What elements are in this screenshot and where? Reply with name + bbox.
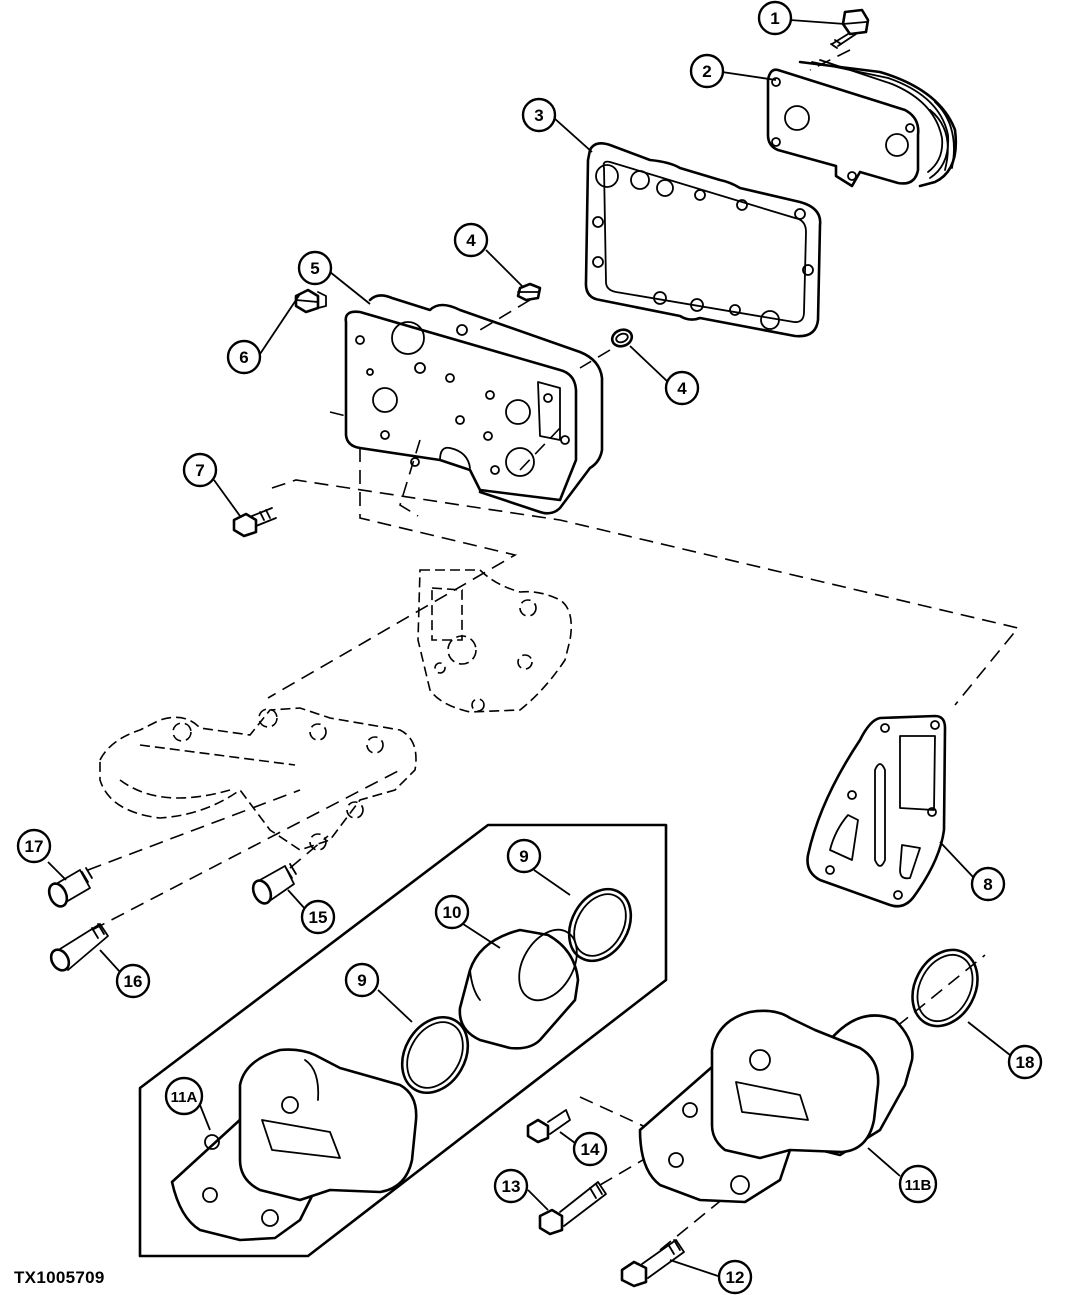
part-5-cooler-housing bbox=[344, 294, 604, 515]
callout-11a: 11A bbox=[164, 1076, 204, 1116]
callout-10: 10 bbox=[434, 894, 470, 930]
callout-3: 3 bbox=[521, 97, 557, 133]
svg-text:9: 9 bbox=[357, 971, 366, 990]
part-8-gasket bbox=[806, 714, 947, 908]
svg-text:14: 14 bbox=[581, 1140, 600, 1159]
part-6-plug bbox=[294, 288, 327, 314]
svg-text:15: 15 bbox=[309, 908, 328, 927]
svg-text:4: 4 bbox=[466, 231, 476, 250]
callout-8: 8 bbox=[970, 866, 1006, 902]
part-9-o-ring-upper bbox=[567, 887, 633, 963]
svg-text:1: 1 bbox=[770, 9, 779, 28]
svg-text:9: 9 bbox=[519, 847, 528, 866]
callout-1: 1 bbox=[757, 0, 793, 36]
callout-18: 18 bbox=[1007, 1044, 1043, 1080]
callout-12: 12 bbox=[717, 1259, 753, 1295]
svg-text:16: 16 bbox=[124, 972, 143, 991]
svg-text:5: 5 bbox=[310, 259, 319, 278]
callout-leaders bbox=[47, 19, 1011, 1277]
part-1-cap-screw bbox=[830, 8, 870, 49]
svg-text:2: 2 bbox=[702, 62, 711, 81]
part-4-o-ring-lower bbox=[610, 328, 634, 348]
part-16-cap-screw bbox=[49, 923, 109, 972]
svg-text:4: 4 bbox=[677, 379, 687, 398]
kit-inset-frame bbox=[138, 823, 668, 1258]
svg-text:17: 17 bbox=[25, 837, 44, 856]
svg-text:8: 8 bbox=[983, 875, 992, 894]
part-13-cap-screw bbox=[538, 1181, 607, 1236]
callout-15: 15 bbox=[300, 899, 336, 935]
part-4-o-ring-upper bbox=[516, 282, 542, 302]
part-11a-filter-head bbox=[170, 1048, 418, 1242]
callout-4-upper: 4 bbox=[453, 222, 489, 258]
svg-text:3: 3 bbox=[534, 106, 543, 125]
svg-text:11A: 11A bbox=[171, 1089, 198, 1106]
callout-16: 16 bbox=[115, 963, 151, 999]
part-17-cap-screw bbox=[47, 867, 93, 908]
part-9-o-ring-lower bbox=[400, 1015, 470, 1095]
part-12-cap-screw bbox=[620, 1239, 685, 1288]
svg-text:10: 10 bbox=[443, 903, 462, 922]
phantom-oil-pan-flange bbox=[99, 707, 417, 851]
callout-2: 2 bbox=[689, 53, 725, 89]
callout-14: 14 bbox=[572, 1131, 608, 1167]
callout-6: 6 bbox=[226, 339, 262, 375]
svg-text:6: 6 bbox=[239, 348, 248, 367]
figure-id-label: TX1005709 bbox=[14, 1268, 105, 1287]
part-15-cap-screw bbox=[251, 863, 297, 905]
callout-7: 7 bbox=[182, 452, 218, 488]
callout-11b: 11B bbox=[898, 1164, 938, 1204]
phantom-engine-housing bbox=[417, 569, 573, 713]
svg-text:18: 18 bbox=[1016, 1053, 1035, 1072]
assembly-centerlines bbox=[87, 49, 1020, 1251]
callout-4-lower: 4 bbox=[664, 370, 700, 406]
part-3-gasket bbox=[584, 142, 822, 338]
svg-text:7: 7 bbox=[195, 461, 204, 480]
svg-text:12: 12 bbox=[726, 1268, 745, 1287]
callout-13: 13 bbox=[493, 1168, 529, 1204]
part-10-filter-element bbox=[458, 928, 580, 1050]
svg-text:11B: 11B bbox=[905, 1177, 932, 1194]
svg-text:13: 13 bbox=[502, 1177, 521, 1196]
part-11b-filter-head bbox=[638, 1009, 914, 1204]
callout-17: 17 bbox=[16, 828, 52, 864]
callout-9-lower: 9 bbox=[344, 962, 380, 998]
part-7-cap-screw bbox=[232, 507, 277, 538]
callout-5: 5 bbox=[297, 250, 333, 286]
part-2-oil-cooler bbox=[766, 59, 958, 188]
part-14-cap-screw bbox=[526, 1109, 571, 1144]
callout-9-upper: 9 bbox=[506, 838, 542, 874]
part-18-o-ring bbox=[911, 948, 979, 1028]
